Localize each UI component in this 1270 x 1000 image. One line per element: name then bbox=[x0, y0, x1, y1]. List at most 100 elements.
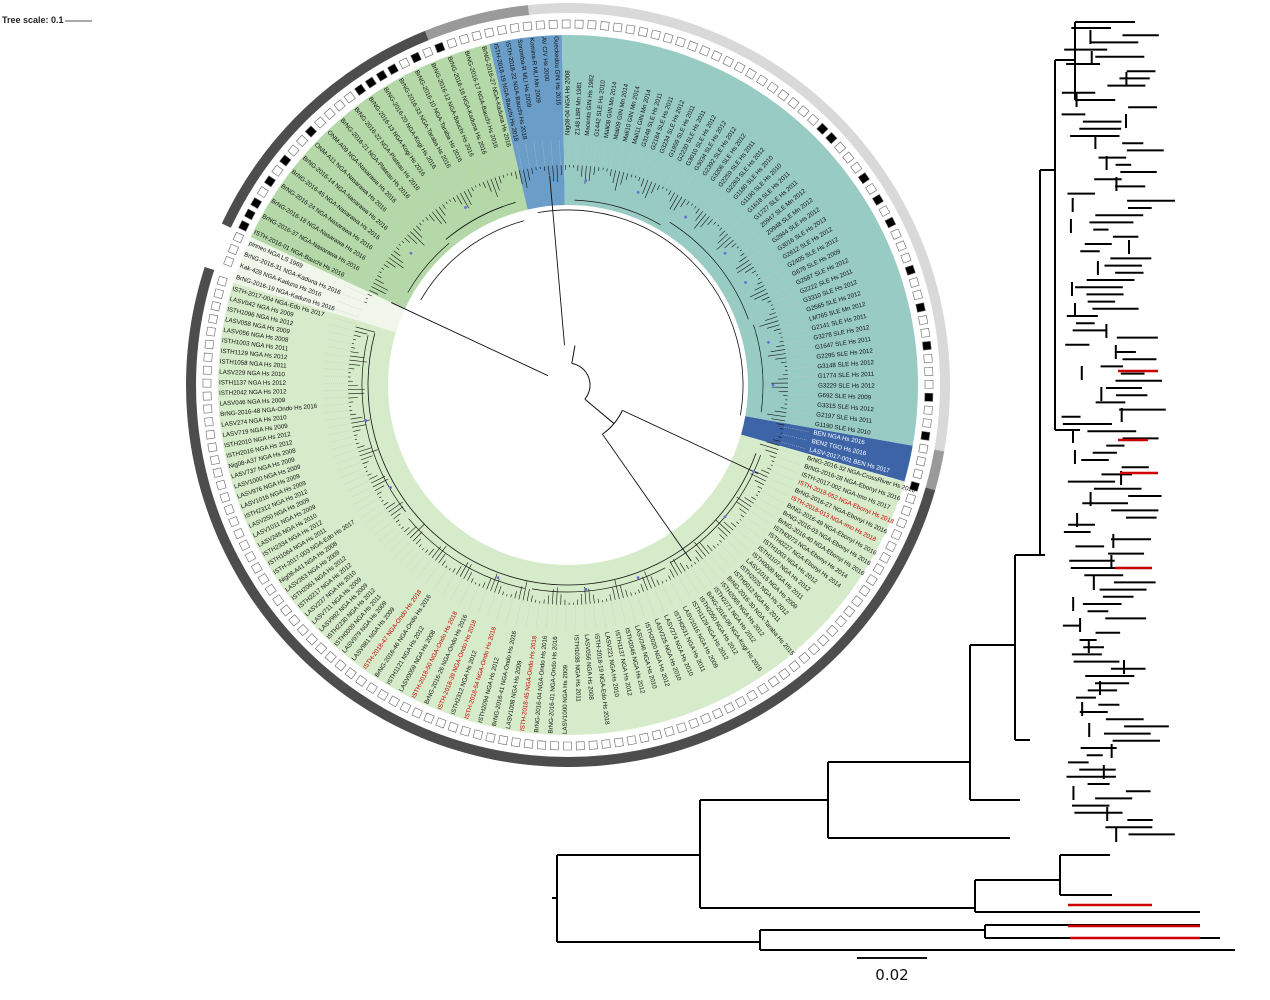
bootstrap-dot bbox=[364, 419, 368, 422]
annotation-box bbox=[872, 563, 885, 575]
guide-line bbox=[381, 224, 402, 242]
annotation-box bbox=[244, 208, 256, 221]
annotation-box bbox=[263, 175, 276, 188]
bootstrap-dot bbox=[636, 190, 640, 194]
annotation-box bbox=[228, 516, 240, 528]
tree-branch bbox=[754, 292, 768, 300]
annotation-box bbox=[202, 391, 212, 401]
tree-branch bbox=[518, 170, 523, 185]
guide-line bbox=[545, 604, 549, 631]
tree-branch bbox=[612, 170, 616, 183]
tree-branch bbox=[699, 542, 710, 554]
tree-branch bbox=[706, 544, 713, 552]
tree-branch bbox=[547, 595, 550, 605]
tree-branch bbox=[661, 580, 664, 584]
clade-blue-sector bbox=[489, 35, 565, 210]
tree-branch bbox=[401, 240, 405, 244]
tree-branch bbox=[369, 475, 378, 480]
tree-branch bbox=[753, 470, 768, 478]
scale-bar-label: 0.02 bbox=[875, 966, 909, 984]
tree-branch bbox=[614, 171, 621, 191]
guide-line bbox=[550, 139, 553, 166]
tree-branch bbox=[737, 263, 752, 274]
leaf-label: Z148 LBR Mn 1981 bbox=[574, 81, 583, 135]
annotation-box bbox=[203, 404, 213, 414]
guide-line bbox=[356, 497, 380, 512]
tree-branch bbox=[452, 197, 456, 202]
tree-branch bbox=[490, 573, 498, 592]
tree-branch bbox=[625, 589, 628, 597]
tree-branch bbox=[669, 561, 679, 576]
annotation-box bbox=[279, 154, 292, 167]
tree-branch bbox=[370, 475, 386, 484]
annotation-box bbox=[202, 365, 212, 375]
guide-line bbox=[477, 589, 488, 614]
tree-branch bbox=[757, 281, 763, 285]
annotation-box bbox=[296, 623, 309, 637]
guide-line bbox=[346, 480, 370, 492]
guide-line bbox=[322, 375, 349, 378]
tree-branch bbox=[665, 188, 668, 191]
tree-branch bbox=[739, 249, 742, 252]
tree-branch bbox=[383, 264, 389, 268]
annotation-box bbox=[223, 504, 235, 516]
tree-branch bbox=[588, 166, 591, 181]
circular-tree: ISTH-2018-19 NGA-Bauchi Hs 2018ISTH-2018… bbox=[186, 3, 950, 767]
tree-branch bbox=[719, 230, 726, 237]
tree-branch bbox=[650, 576, 656, 588]
tree-branch bbox=[620, 172, 625, 185]
tree-branch bbox=[716, 236, 731, 250]
clade-pale-sector bbox=[233, 237, 405, 333]
guide-line bbox=[458, 582, 471, 606]
tree-branch bbox=[622, 409, 759, 475]
annotation-box bbox=[271, 164, 284, 177]
tree-branch bbox=[668, 575, 671, 580]
annotation-box bbox=[523, 739, 534, 749]
guide-line bbox=[441, 573, 456, 597]
annotation-box bbox=[626, 735, 637, 746]
tree-branch bbox=[412, 531, 423, 542]
guide-line bbox=[417, 189, 435, 211]
annotation-box bbox=[334, 659, 347, 672]
guide-line bbox=[765, 276, 789, 289]
annotation-box bbox=[614, 737, 624, 748]
guide-line bbox=[787, 393, 814, 396]
rectangular-tree bbox=[552, 21, 1235, 951]
guide-line bbox=[753, 503, 776, 518]
guide-line bbox=[330, 442, 356, 451]
tree-branch bbox=[767, 324, 780, 329]
tree-branch bbox=[475, 185, 477, 188]
annotation-box bbox=[912, 468, 924, 480]
tree-branch bbox=[490, 178, 498, 198]
guide-line bbox=[525, 142, 531, 169]
tree-branch bbox=[778, 332, 782, 334]
guide-line bbox=[432, 568, 448, 591]
tree-branch bbox=[691, 203, 693, 206]
guide-line bbox=[725, 538, 745, 558]
bootstrap-dot bbox=[723, 515, 727, 519]
annotation-box bbox=[788, 660, 801, 673]
tree-branch bbox=[751, 270, 757, 274]
tree-branch bbox=[385, 502, 396, 509]
tree-branch bbox=[459, 562, 469, 577]
tree-branch bbox=[715, 519, 731, 534]
annotation-box bbox=[637, 26, 649, 37]
annotation-box bbox=[723, 702, 736, 714]
annotation-box bbox=[588, 740, 598, 750]
annotation-box bbox=[806, 113, 820, 126]
guide-line bbox=[369, 514, 391, 531]
annotation-box bbox=[722, 55, 734, 68]
tree-branch bbox=[556, 587, 558, 605]
tree-branch bbox=[739, 518, 742, 521]
tree-branch bbox=[398, 243, 401, 246]
tree-branch bbox=[352, 338, 356, 341]
annotation-box bbox=[460, 725, 471, 737]
leaf-label: AV CIV Hs 2000 bbox=[540, 37, 550, 83]
tree-branch bbox=[435, 545, 447, 561]
tree-branch bbox=[381, 500, 384, 502]
leaf-label: G692 SLE Hs 2009 bbox=[818, 392, 872, 401]
guide-line bbox=[645, 590, 655, 616]
tree-branch bbox=[452, 568, 456, 573]
tree-branch bbox=[770, 464, 773, 466]
tree-branch bbox=[364, 466, 367, 469]
